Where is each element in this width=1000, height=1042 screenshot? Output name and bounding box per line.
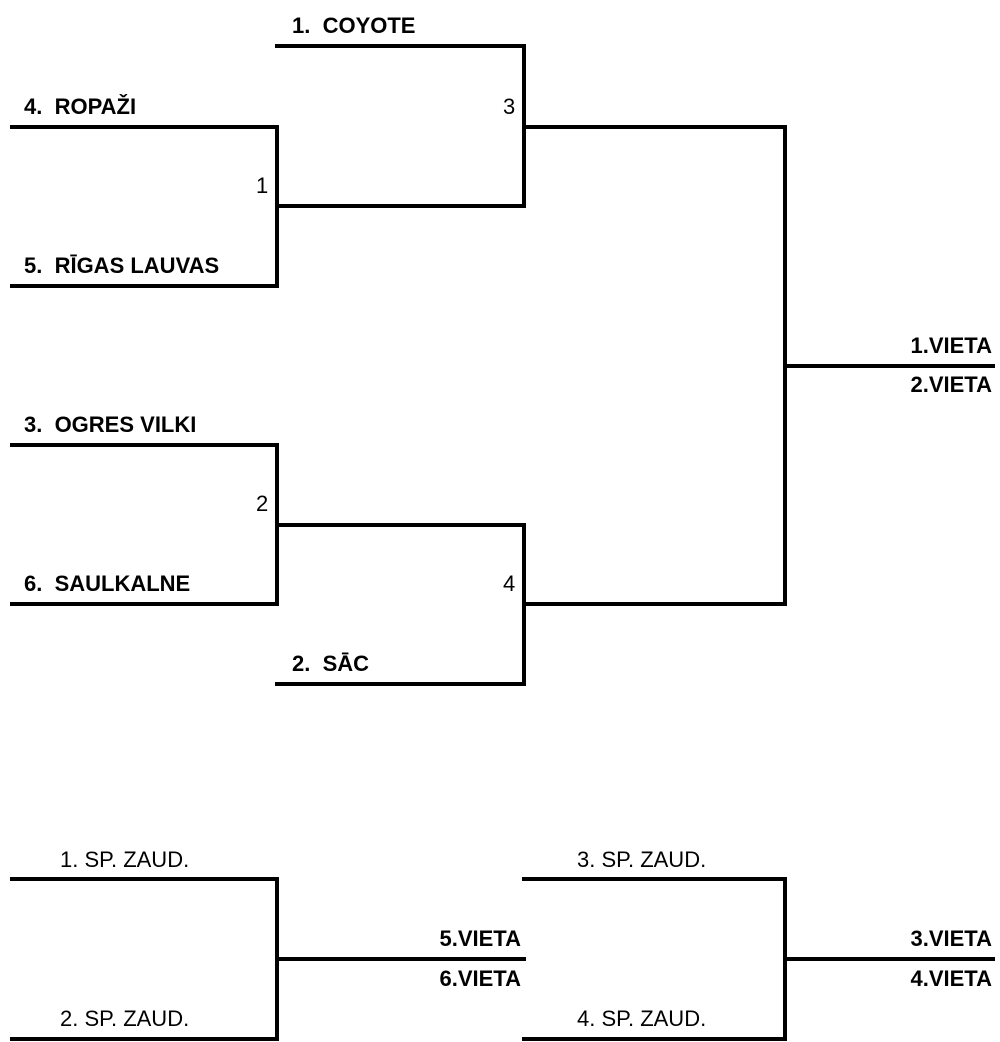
team-ropazi-label: 4. ROPAŽI [24,94,137,119]
bracket-line-coyote [275,44,526,208]
bracket-line-sac [275,523,526,686]
team-rigas-lauvas-label: 5. RĪGAS LAUVAS [24,253,220,278]
team-saulkalne-label: 6. SAULKALNE [24,571,191,596]
place-1-label: 1.VIETA [910,333,992,358]
loser-game-4-label: 4. SP. ZAUD. [577,1006,707,1031]
place-2-label: 2.VIETA [910,372,992,397]
game-number-4: 4 [503,571,516,596]
loser-game-2-label: 2. SP. ZAUD. [60,1006,190,1031]
loser-game-1-label: 1. SP. ZAUD. [60,847,190,872]
game-number-3: 3 [503,94,516,119]
team-coyote-label: 1. COYOTE [292,13,416,38]
place-4-label: 4.VIETA [910,966,992,991]
game-number-1: 1 [256,173,269,198]
place-6-label: 6.VIETA [439,966,521,991]
team-sac-label: 2. SĀC [292,651,370,676]
loser-game-3-label: 3. SP. ZAUD. [577,847,707,872]
game-number-2: 2 [256,491,269,516]
place-5-label: 5.VIETA [439,926,521,951]
place-3-label: 3.VIETA [910,926,992,951]
team-ogres-vilki-label: 3. OGRES VILKI [24,412,197,437]
